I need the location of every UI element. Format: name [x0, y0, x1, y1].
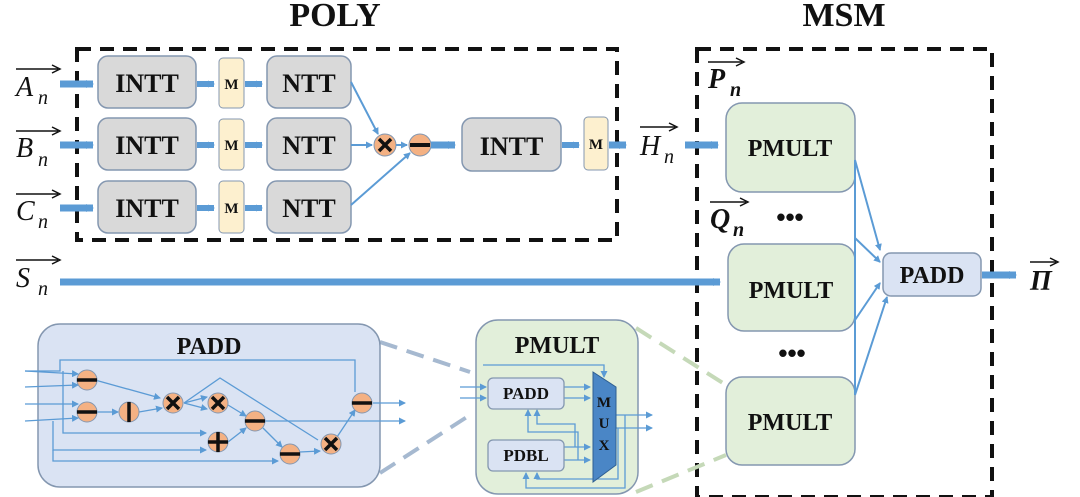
svg-text:M: M: [224, 138, 238, 154]
final-intt-block: [461, 117, 562, 172]
poly-row-a: INTT M NTT: [60, 55, 352, 109]
op-multiply: [207, 392, 229, 414]
svg-text:NTT: NTT: [282, 194, 335, 223]
m-block: [218, 118, 245, 171]
callout-line: [379, 340, 471, 374]
wire: [854, 159, 882, 251]
svg-text:PADD: PADD: [900, 263, 965, 289]
svg-text:n: n: [730, 79, 741, 101]
svg-text:X: X: [599, 438, 610, 454]
msm-pmult-2: PMULT: [727, 243, 856, 332]
svg-text:U: U: [599, 416, 610, 432]
wire: [854, 237, 881, 263]
callout-line: [378, 413, 472, 475]
msm-pmult-1: PMULT: [725, 102, 856, 193]
svg-text:PMULT: PMULT: [748, 410, 832, 436]
svg-text:H: H: [639, 131, 662, 162]
poly-row-c: INTT M NTT: [60, 180, 352, 234]
msm-title: MSM: [802, 0, 885, 34]
output-pi-label: Π: [1029, 257, 1060, 297]
svg-text:INTT: INTT: [115, 131, 179, 160]
m-block: [218, 180, 245, 234]
m-block: [218, 57, 245, 109]
padd-detail-title: PADD: [177, 334, 242, 360]
svg-text:n: n: [38, 278, 48, 300]
intt-block: [97, 55, 197, 109]
svg-text:n: n: [38, 87, 48, 109]
svg-text:NTT: NTT: [282, 131, 335, 160]
svg-text:P: P: [707, 64, 726, 95]
callout-line: [635, 453, 727, 494]
poly-title: POLY: [289, 0, 380, 34]
callout-line: [634, 326, 728, 387]
svg-text:A: A: [14, 72, 34, 103]
padd-detail: PADD: [24, 323, 406, 488]
op-subtract: [76, 401, 98, 423]
svg-text:PDBL: PDBL: [503, 446, 548, 465]
ellipsis: •••: [778, 338, 805, 368]
op-inverse: [118, 401, 140, 423]
ellipsis: •••: [776, 202, 803, 232]
poly-row-b: INTT M NTT: [60, 117, 352, 171]
svg-text:M: M: [224, 77, 238, 93]
svg-text:INTT: INTT: [115, 69, 179, 98]
wire: [854, 282, 881, 321]
svg-text:M: M: [597, 395, 611, 411]
ntt-block: [266, 180, 352, 234]
mux-block: M U X: [592, 371, 617, 483]
wire: [350, 152, 411, 206]
op-multiply: [320, 433, 342, 455]
msm-pmult-3: PMULT: [725, 376, 856, 466]
intt-block: [97, 117, 197, 171]
wire: [854, 296, 889, 396]
svg-text:B: B: [16, 133, 33, 164]
pmult-detail: PMULT PADD PDBL M U X: [460, 319, 653, 495]
op-multiply: [162, 392, 184, 414]
svg-text:Π: Π: [1029, 266, 1053, 297]
pmult-padd-block: PADD: [487, 377, 565, 410]
svg-text:n: n: [664, 146, 674, 168]
svg-text:PADD: PADD: [503, 384, 549, 403]
op-subtract: [76, 369, 98, 391]
svg-text:Q: Q: [710, 204, 730, 235]
svg-text:n: n: [38, 211, 48, 233]
svg-text:PMULT: PMULT: [748, 136, 832, 162]
op-subtract: [279, 443, 301, 465]
subtract-op: [408, 133, 432, 157]
svg-text:C: C: [16, 196, 35, 227]
svg-text:S: S: [16, 263, 30, 294]
intt-block: [97, 180, 197, 234]
op-subtract: [351, 392, 373, 414]
svg-text:PMULT: PMULT: [749, 278, 833, 304]
pmult-pdbl-block: PDBL: [487, 439, 565, 472]
svg-text:NTT: NTT: [282, 69, 335, 98]
msm-padd-block: PADD: [882, 252, 982, 297]
final-m-label: M: [589, 137, 603, 153]
final-intt-label: INTT: [480, 132, 544, 161]
svg-text:n: n: [733, 219, 744, 241]
multiply-op: [373, 133, 397, 157]
svg-text:M: M: [224, 201, 238, 217]
wire: [350, 81, 379, 135]
op-add: [207, 431, 229, 453]
final-m-block: [583, 116, 609, 171]
svg-text:n: n: [38, 149, 48, 171]
op-subtract: [244, 410, 266, 432]
svg-text:INTT: INTT: [115, 194, 179, 223]
pmult-detail-title: PMULT: [515, 333, 599, 359]
